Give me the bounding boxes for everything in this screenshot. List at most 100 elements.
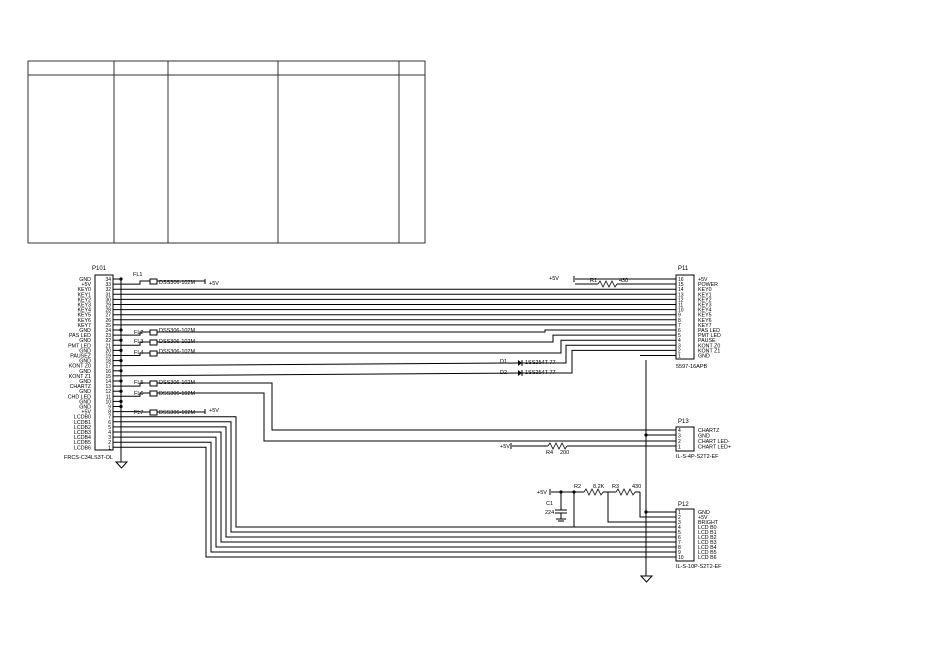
p101-pin-number: 34 (105, 277, 111, 283)
p101-pin-number: 22 (105, 338, 111, 344)
p101-pin-number: 9 (108, 405, 111, 411)
p101-pin-number: 3 (108, 435, 111, 441)
d2-part: 1SS254T-77 (525, 370, 556, 376)
lcd-wire (113, 421, 676, 533)
lcd-wire (113, 446, 676, 558)
p101-pin-number: 2 (108, 440, 111, 446)
wire (112, 372, 519, 377)
p11-pin-name: KEY3 (698, 303, 712, 309)
p101-pin-number: 15 (105, 374, 111, 380)
p101-pin-number: 7 (108, 415, 111, 421)
p101-pin-number: 21 (105, 343, 111, 349)
p101-pin-number: 30 (105, 297, 111, 303)
p12-pin-name: LCD B3 (698, 540, 717, 546)
p12-pin-name: LCD B0 (698, 525, 717, 531)
fl3-part: DSS306-102M (159, 339, 195, 345)
p12-pin-number: 3 (678, 520, 681, 526)
junction-dot (119, 389, 123, 393)
p11-pin-name: KEY5 (698, 313, 712, 319)
lcd-wire (113, 441, 676, 553)
p101-pin-name: KEY3 (77, 303, 91, 309)
fl6-part: DSS306-102M (159, 391, 195, 397)
p12-pin-number: 2 (678, 515, 681, 521)
p101-pin-number: 17 (105, 364, 111, 370)
p12-pin-name: LCD B4 (698, 545, 717, 551)
p11-ref: P11 (678, 266, 689, 272)
p101-pin-name: LCDB2 (74, 425, 91, 431)
p101-pin-name: LCDB5 (74, 440, 91, 446)
p101-pin-name: GND (79, 405, 91, 411)
p101-pin-number: 27 (105, 313, 111, 319)
ground-symbol-right (639, 575, 654, 583)
p101-pin-number: 1 (108, 445, 111, 451)
ground-symbol-c1 (556, 518, 566, 522)
p101-pin-name: GND (79, 399, 91, 405)
p12-pin-name: GND (698, 510, 710, 516)
p101-pin-number: 16 (105, 369, 111, 375)
diode-d1: D1 1SS254T-77 (500, 359, 556, 366)
wire (113, 392, 150, 397)
p11-pin-name: KEY1 (698, 292, 712, 298)
p11-pin-name: POWER (698, 282, 718, 288)
p11-pin-number: 9 (678, 313, 681, 319)
p12-pin-number: 1 (678, 510, 681, 516)
r3-symbol (615, 488, 636, 496)
r1-value: 430 (619, 278, 628, 284)
p101-pin-number: 11 (106, 394, 111, 400)
p101-pin-name: GND (79, 359, 91, 365)
p101-pin-number: 18 (105, 359, 111, 365)
r1-ref: R1 (590, 278, 597, 284)
lcd-wire (113, 436, 676, 548)
p101-pin-name: CHARTZ (70, 384, 92, 390)
r4-power-label: +5V (500, 444, 510, 450)
p13-pin-name: CHART LED+ (698, 445, 731, 451)
p101-pin-number: 31 (105, 292, 111, 298)
junction-dot (119, 379, 123, 383)
p101-pin-number: 25 (105, 323, 111, 329)
wire (157, 392, 676, 442)
p101-pin-number: 20 (105, 348, 111, 354)
p101-pin-number: 28 (105, 308, 111, 314)
p12-pin-number: 7 (678, 540, 681, 546)
p101-pin-name: KEY1 (77, 292, 91, 298)
p13-ref: P13 (678, 419, 689, 425)
fl4-ref: FL4 (134, 350, 143, 356)
p101-pin-name: KEY6 (77, 318, 91, 324)
d1-symbol (518, 360, 522, 366)
filter-fl1: FL1 DSS306-102M (133, 272, 195, 286)
p101-pin-name: LCDB0 (74, 415, 91, 421)
wire (607, 492, 676, 523)
p11-part: 5597-16APB (676, 364, 708, 370)
wire (113, 280, 150, 285)
wires (112, 276, 676, 576)
junction-dot (119, 338, 123, 342)
r3-value: 430 (632, 484, 641, 490)
wire (157, 382, 676, 431)
p101-pin-number: 4 (108, 430, 111, 436)
junction-dot (119, 348, 123, 352)
r1-power-label: +5V (549, 276, 559, 282)
junction-dot (119, 277, 123, 281)
p101-pin-name: GND (79, 389, 91, 395)
p11-pin-name: KEY0 (698, 287, 712, 293)
lcd-wire (113, 431, 676, 543)
fl7-part: DSS306-102M (159, 410, 195, 416)
r2-value: 8.2K (593, 484, 605, 490)
p11-pin-number: 14 (678, 287, 684, 293)
r4-ref: R4 (546, 450, 553, 456)
p101-pin-name: KEY7 (77, 323, 91, 329)
junction-dot (119, 399, 123, 403)
fl5-part: DSS306-102M (159, 380, 195, 386)
p11-pin-name: +5V (698, 277, 708, 283)
p101-pin-name: LCDB3 (74, 430, 91, 436)
fl1-part: DSS306-102M (159, 280, 195, 286)
p12-part: IL-S-10P-S2T2-EF (676, 564, 722, 570)
p101-pin-number: 6 (108, 420, 111, 426)
p13-pin-number: 1 (678, 445, 681, 451)
p12-pin-number: 6 (678, 535, 681, 541)
c1-value: 224 (545, 510, 554, 516)
junction-dot (644, 510, 648, 514)
r2-ref: R2 (574, 484, 581, 490)
fl7-ref: FL7 (134, 410, 143, 416)
p101-pin-name: +5V (81, 282, 91, 288)
